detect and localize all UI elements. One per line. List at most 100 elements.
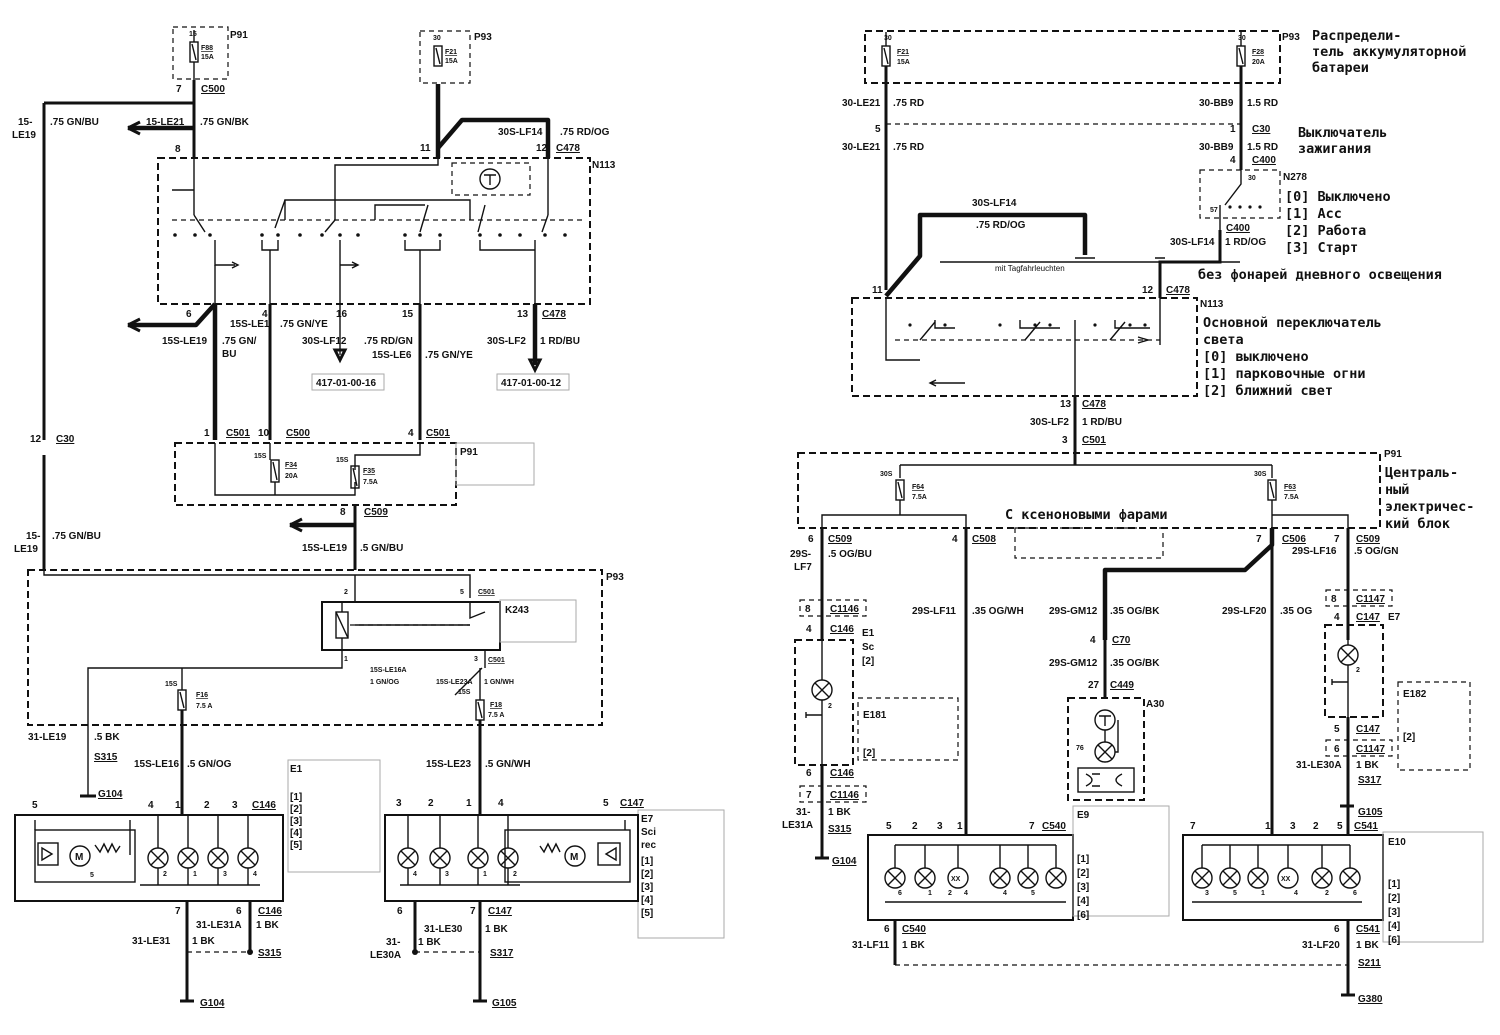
- connector-label: C478: [1082, 399, 1106, 410]
- lamp-unit-e1: [794, 639, 854, 766]
- component-ref: E7: [1388, 612, 1401, 623]
- connector-label: C501: [426, 428, 450, 439]
- pin-label: 3: [937, 821, 943, 832]
- label-ignition-switch: зажигания: [1298, 141, 1371, 157]
- wire-spec: .35 OG/BK: [1110, 606, 1160, 617]
- pin-label: 1: [204, 428, 210, 439]
- fuse-id: F28: [1252, 49, 1264, 56]
- pin-label: 1: [1261, 890, 1265, 897]
- box-ref: P91: [460, 447, 478, 458]
- legend-item: [6]: [1388, 935, 1400, 946]
- wire-circuit: 15S-LE1: [230, 319, 270, 330]
- label-no-drl: без фонарей дневного освещения: [1198, 267, 1442, 283]
- wire-circuit: 29S-LF11: [912, 606, 956, 617]
- drl-note: mit Tagfahrleuchten: [995, 264, 1065, 273]
- fuse-id: F21: [445, 49, 457, 56]
- wire-circuit: LE19: [14, 544, 38, 555]
- pin-label: 2: [948, 890, 952, 897]
- pin-label: 6: [808, 534, 814, 545]
- pin-label: 5: [1337, 821, 1343, 832]
- component-ref: E9: [1077, 810, 1090, 821]
- ref-box: [499, 599, 577, 643]
- fuse-box-p93-top: [419, 30, 471, 84]
- splice-label: S317: [490, 948, 514, 959]
- connector-label: C501: [226, 428, 250, 439]
- pin-label: 11: [872, 285, 883, 296]
- pin-label: 5: [603, 798, 609, 809]
- legend-item: [4]: [1077, 896, 1089, 907]
- legend-item: [3]: [1388, 907, 1400, 918]
- relay-ref: K243: [505, 605, 529, 616]
- pin-label: 7: [1190, 821, 1196, 832]
- pin-label: 6: [884, 924, 890, 935]
- headlamp-e9: [867, 834, 1074, 921]
- connector-label: C501: [1082, 435, 1106, 446]
- splice-label: S315: [258, 948, 282, 959]
- pin-label: 1: [928, 890, 932, 897]
- pin-label: 4: [806, 624, 812, 635]
- fuse-rating: 15A: [897, 59, 910, 66]
- legend-item: [3]: [290, 816, 302, 827]
- pin-label: 4: [1334, 612, 1340, 623]
- pin-label: 1: [957, 821, 963, 832]
- wire-spec: .35 OG/BK: [1110, 658, 1160, 669]
- pin-label: 1: [466, 798, 472, 809]
- box-ref: P93: [1282, 32, 1300, 43]
- pin-label: 3: [232, 800, 238, 811]
- connector-label: C478: [542, 309, 566, 320]
- label-central-box: кий блок: [1385, 516, 1450, 532]
- pin-label: 6: [1353, 890, 1357, 897]
- pin-label: 5: [460, 589, 464, 596]
- label-main-light-switch: света: [1203, 332, 1244, 348]
- legend-item: [3]: [1077, 882, 1089, 893]
- pin-label: 5: [1031, 890, 1035, 897]
- connector-label: C540: [902, 924, 926, 935]
- legend-item: [4]: [1388, 921, 1400, 932]
- pin-label: 3: [474, 656, 478, 663]
- wire-circuit: 30S-LF2: [487, 336, 526, 347]
- connector-label: C449: [1110, 680, 1134, 691]
- pin-label: 13: [517, 309, 529, 320]
- ref-box: [455, 442, 535, 486]
- component-ref: E1: [290, 764, 303, 775]
- wire-circuit: 15S-LE16A: [370, 667, 407, 674]
- label-central-box: электричес-: [1385, 499, 1474, 515]
- pin-label: 4: [262, 309, 268, 320]
- box-ref: P91: [230, 30, 248, 41]
- connector-label: C509: [364, 507, 388, 518]
- label-main-light-switch: Основной переключатель: [1203, 315, 1382, 331]
- legend-box-e9: [1072, 805, 1170, 917]
- pin-label: 13: [1060, 399, 1072, 410]
- pin-label: 6: [397, 906, 403, 917]
- pin-label: 3: [445, 871, 449, 878]
- ref-box: [496, 373, 570, 391]
- pin-label: 15S: [336, 457, 349, 464]
- connector-label: C147: [1356, 612, 1380, 623]
- pin-label: 6: [236, 906, 242, 917]
- wire-circuit: 30-LE21: [842, 98, 881, 109]
- svg-text:XX: XX: [1281, 876, 1291, 883]
- wire-spec: .75 GN/YE: [425, 350, 473, 361]
- connector-label: C541: [1354, 821, 1378, 832]
- wire-spec: 1 RD/BU: [1082, 417, 1122, 428]
- fuse-id: F88: [201, 45, 213, 52]
- fuse-rating: 7.5A: [912, 494, 927, 501]
- legend-item: [3]: [641, 882, 653, 893]
- legend-box-e182: [1397, 681, 1471, 771]
- component-label: [2]: [863, 748, 875, 759]
- wire-circuit: 31-LF20: [1302, 940, 1340, 951]
- wire-spec: .75 GN/BU: [52, 531, 101, 542]
- connector-label: C70: [1112, 635, 1131, 646]
- wire-spec: 1 BK: [418, 937, 442, 948]
- legend-box-e1: [287, 759, 381, 873]
- connector-label: C500: [201, 84, 225, 95]
- legend-item: [5]: [290, 840, 302, 851]
- wire-spec: .35 OG: [1280, 606, 1312, 617]
- lamp-group-e10: XX: [1191, 844, 1362, 903]
- pin-label: 57: [1210, 207, 1218, 214]
- pin-label: 8: [805, 604, 811, 615]
- pin-label: 2: [428, 798, 434, 809]
- pin-label: 5: [90, 872, 94, 879]
- fuse-id: F64: [912, 484, 924, 491]
